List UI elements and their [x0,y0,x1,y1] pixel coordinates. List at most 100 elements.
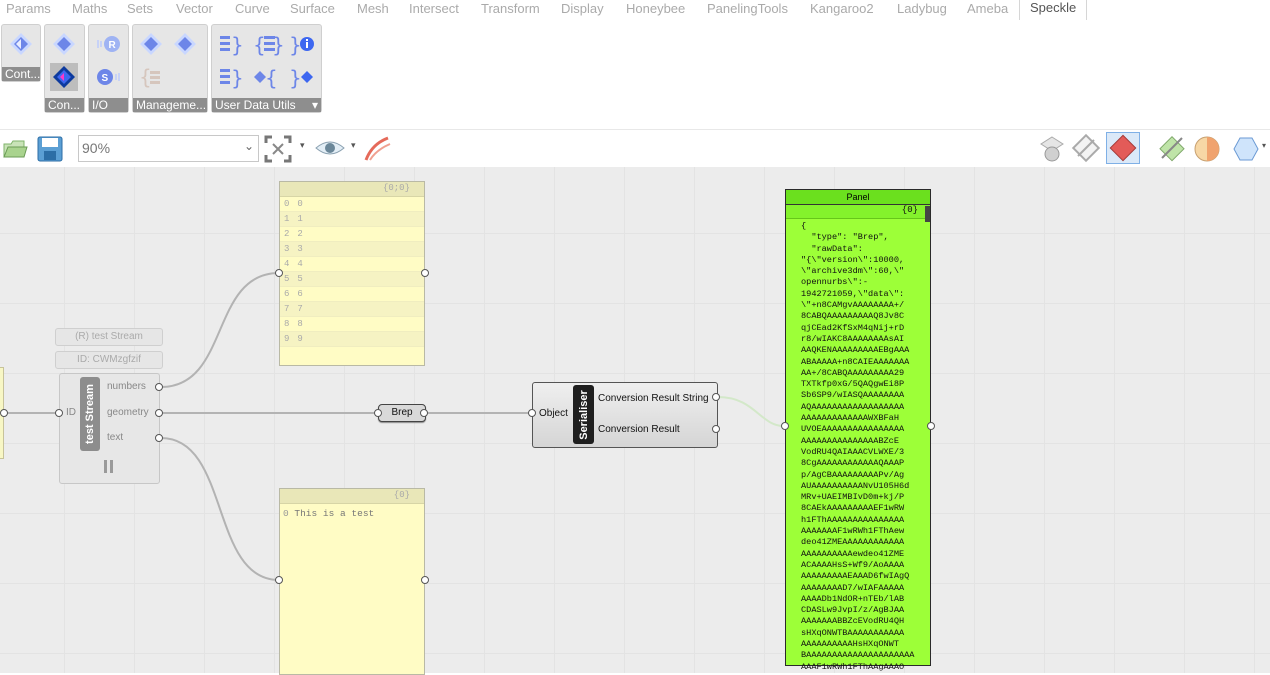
grasshopper-canvas[interactable]: (R) test Stream ID: CWMzgfzif ID test St… [0,167,1270,675]
tab-speckle[interactable]: Speckle [1019,0,1088,20]
svg-text:{: { [253,33,266,57]
output-result-string-label: Conversion Result String [598,393,709,404]
wire-text [160,437,280,581]
tab-params[interactable]: Params [6,1,51,16]
tab-sets[interactable]: Sets [127,1,154,16]
serialiser-output-port-string[interactable] [712,393,720,401]
serialiser-output-port-result[interactable] [712,425,720,433]
user-data-get-button[interactable]: {} [252,30,285,58]
ribbon-group-cont-1: Cont... [1,24,41,82]
user-data-convert-button[interactable]: { [252,63,280,91]
brace-list-icon: {} [253,33,285,57]
chevron-down-icon[interactable]: ▾ [300,140,305,150]
tab-ameba[interactable]: Ameba [967,1,1009,16]
shaded-box-icon [1109,134,1137,162]
brep-output-port[interactable] [420,409,428,417]
user-data-info-button[interactable]: } [288,30,316,58]
brace-diamond-icon: } [289,66,313,90]
preview-wireframe-icon[interactable] [1071,133,1102,164]
brep-parameter[interactable]: Brep [378,404,426,422]
svg-text:}: } [231,66,244,90]
send-s-icon: S [97,69,120,85]
tab-display[interactable]: Display [561,1,604,16]
panel-path-index: {0} [393,490,410,500]
panel-input-port[interactable] [781,422,789,430]
panel-title: Panel [786,190,930,205]
preview-colour-icon[interactable] [1192,134,1222,164]
speckle-logo-icon [10,33,32,55]
serialiser-input-port[interactable] [528,409,536,417]
list-brace-icon: } [220,33,244,57]
speckle-dark-logo-icon [53,66,75,88]
speckle-sender-button[interactable] [7,30,35,58]
user-data-set-button[interactable]: } [216,30,244,58]
stream-name-chip: (R) test Stream [55,328,163,346]
panel-output-port[interactable] [421,576,429,584]
io-send-button[interactable]: S [94,63,122,91]
tab-curve[interactable]: Curve [235,1,270,16]
chevron-down-icon[interactable]: ▾ [1262,141,1267,150]
output-port-numbers[interactable] [155,383,163,391]
preview-shaded-button[interactable] [1106,132,1140,164]
output-numbers-label: numbers [107,381,146,392]
pause-icon[interactable] [103,460,115,473]
svg-text:}: } [231,33,244,57]
panel-header: {0} [280,489,424,504]
brep-input-port[interactable] [374,409,382,417]
preview-off-icon[interactable] [1038,134,1066,164]
tab-transform[interactable]: Transform [481,1,540,16]
render-mode-icon[interactable] [1232,135,1260,163]
output-text-label: text [107,432,124,443]
tab-panelingtools[interactable]: PanelingTools [707,1,788,16]
svg-text:}: } [289,66,302,90]
tab-surface[interactable]: Surface [290,1,335,16]
ribbon-group-label: Manageme... [133,98,207,112]
user-data-deconvert-button[interactable]: } [288,63,316,91]
speckle-logo-icon [53,33,75,55]
io-receive-button[interactable]: R [94,30,122,58]
tab-intersect[interactable]: Intersect [409,1,459,16]
zoom-extents-icon[interactable] [264,135,294,163]
expand-group-icon[interactable]: ▾ [311,98,318,112]
user-data-expand-button[interactable]: } [216,63,244,91]
management-account-button[interactable] [171,30,199,58]
management-stream-button[interactable] [137,30,165,58]
speckle-receiver-button[interactable] [50,30,78,58]
input-port-id[interactable] [55,409,63,417]
chevron-down-icon: ⌄ [243,139,254,153]
panel-output-port[interactable] [927,422,935,430]
tab-vector[interactable]: Vector [176,1,213,16]
test-stream-component[interactable]: ID test Stream numbers geometry text [59,373,160,484]
chevron-down-icon[interactable]: ▾ [351,140,356,150]
preview-eye-icon[interactable] [314,138,346,158]
tab-maths[interactable]: Maths [72,1,108,16]
text-panel[interactable]: {0} 0 This is a test [279,488,425,675]
open-file-icon[interactable] [2,135,28,161]
tab-mesh[interactable]: Mesh [357,1,389,16]
tab-honeybee[interactable]: Honeybee [626,1,686,16]
output-port-text[interactable] [155,434,163,442]
result-panel[interactable]: Panel {0} { "type": "Brep", "rawData": "… [785,189,931,672]
serialiser-component[interactable]: Object Serialiser Conversion Result Stri… [532,382,718,448]
preview-selected-icon[interactable] [1158,134,1188,164]
output-port-geometry[interactable] [155,409,163,417]
input-object-label: Object [539,408,568,419]
panel-input-port[interactable] [275,269,283,277]
speckle-local-button[interactable] [50,63,78,91]
zoom-dropdown[interactable]: 90% ⌄ [78,135,259,162]
management-data-button[interactable]: { [137,63,165,91]
tab-kangaroo2[interactable]: Kangaroo2 [810,1,874,16]
output-port[interactable] [0,409,8,417]
panel-scrollbar[interactable] [925,206,930,222]
svg-text:{: { [139,65,152,89]
panel-input-port[interactable] [275,576,283,584]
sketch-pencil-icon[interactable] [362,134,392,164]
save-file-icon[interactable] [36,135,64,163]
panel-output-port[interactable] [421,269,429,277]
tab-ladybug[interactable]: Ladybug [897,1,947,16]
